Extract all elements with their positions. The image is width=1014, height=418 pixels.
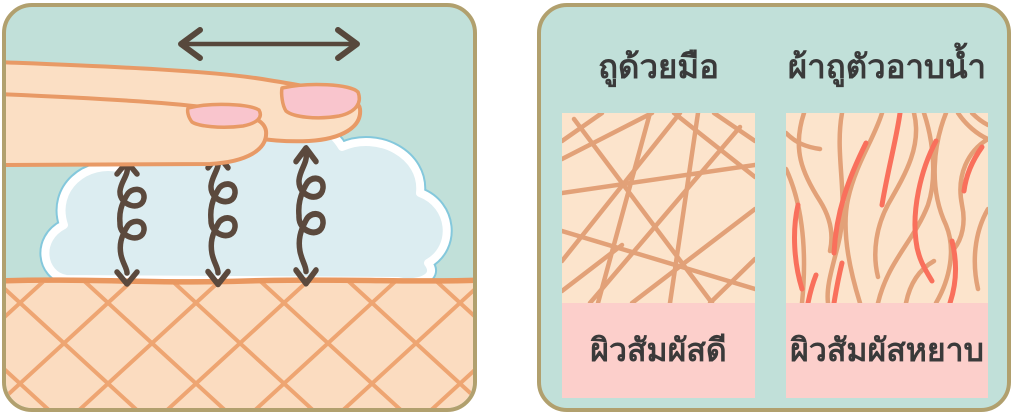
irritation-marks [792,113,985,303]
rubbing-illustration [6,27,473,408]
panel-comparison: ถูด้วยมือ ผ้าถูตัวอาบน้ำ [537,3,1011,412]
result-label-rough: ผิวสัมผัสหยาบ [786,303,988,398]
fingernail [279,82,361,120]
lower-finger [6,92,269,167]
column-header-towel: ผ้าถูตัวอาบน้ำ [787,48,987,85]
column-header-hand: ถูด้วยมือ [598,48,719,85]
skin-crosshatch-surface [6,277,473,408]
left-right-arrow-icon [178,27,360,61]
fingernail [185,102,263,129]
smooth-skin-texture [562,113,755,303]
result-label-good: ผิวสัมผัสดี [562,303,755,398]
rough-skin-texture [786,113,988,303]
two-fingers [6,60,363,167]
panel-rubbing-illustration [2,3,477,412]
